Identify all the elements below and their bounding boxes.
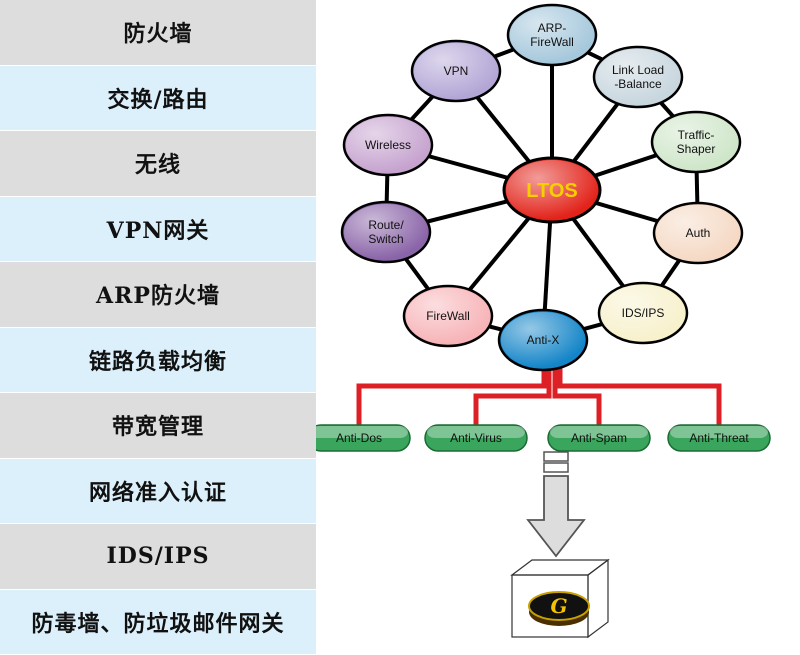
node-vpn: VPN	[410, 39, 502, 103]
product-box-icon: G	[510, 558, 610, 639]
node-label-arp-firewall: ARP-	[538, 21, 567, 35]
leaf-anti-threat: Anti-Threat	[667, 424, 771, 452]
menu-item-vpn-gateway[interactable]: VPN网关	[0, 196, 316, 262]
down-arrow	[526, 451, 586, 558]
node-link-load-balance: Link Load-Balance	[592, 45, 684, 109]
menu-item-firewall[interactable]: 防火墙	[0, 0, 316, 66]
node-ids-ips: IDS/IPS	[597, 281, 689, 345]
menu-item-link-load-balance[interactable]: 链路负载均衡	[0, 327, 316, 393]
node-label-arp-firewall: FireWall	[530, 35, 574, 49]
node-label-anti-x: Anti-X	[527, 333, 560, 347]
node-label-link-load-balance: Link Load	[612, 63, 664, 77]
menu-item-ids-ips[interactable]: IDS/IPS	[0, 524, 316, 590]
node-wireless: Wireless	[342, 113, 434, 177]
node-anti-x: Anti-X	[497, 308, 589, 372]
menu-item-switch-route[interactable]: 交换/路由	[0, 65, 316, 131]
menu-item-network-access-auth[interactable]: 网络准入认证	[0, 458, 316, 524]
center-label: LTOS	[526, 180, 577, 202]
node-label-wireless: Wireless	[365, 138, 411, 152]
ltos-center-node: LTOS	[502, 156, 602, 224]
node-label-link-load-balance: -Balance	[614, 77, 662, 91]
menu-item-arp-firewall[interactable]: ARP防火墙	[0, 262, 316, 328]
node-route-switch: Route/Switch	[340, 200, 432, 264]
node-label-firewall: FireWall	[426, 309, 470, 323]
node-arp-firewall: ARP-FireWall	[506, 3, 598, 67]
logo-letter: G	[550, 594, 567, 618]
leaf-label: Anti-Dos	[336, 431, 382, 445]
node-label-route-switch: Switch	[368, 232, 403, 246]
branch-line	[557, 350, 722, 426]
node-auth: Auth	[652, 201, 744, 265]
anti-x-leaves: Anti-Dos Anti-Virus Anti-Spam Anti-Threat	[316, 424, 771, 452]
node-label-ids-ips: IDS/IPS	[622, 306, 665, 320]
menu-item-wireless[interactable]: 无线	[0, 131, 316, 197]
node-traffic-shaper: Traffic-Shaper	[650, 110, 742, 174]
leaf-anti-spam: Anti-Spam	[547, 424, 651, 452]
feature-menu: 防火墙 交换/路由 无线 VPN网关 ARP防火墙 链路负载均衡 带宽管理 网络…	[0, 0, 316, 655]
node-label-vpn: VPN	[444, 64, 469, 78]
node-firewall: FireWall	[402, 284, 494, 348]
leaf-label: Anti-Threat	[689, 431, 749, 445]
branch-line	[473, 350, 552, 426]
leaf-label: Anti-Spam	[571, 431, 627, 445]
node-label-traffic-shaper: Shaper	[677, 142, 716, 156]
node-label-auth: Auth	[686, 226, 711, 240]
leaf-anti-dos: Anti-Dos	[316, 424, 411, 452]
leaf-label: Anti-Virus	[450, 431, 502, 445]
node-label-route-switch: Route/	[368, 218, 404, 232]
branch-line	[552, 350, 602, 426]
menu-item-antivirus-antispam-gateway[interactable]: 防毒墙、防垃圾邮件网关	[0, 589, 316, 655]
node-label-traffic-shaper: Traffic-	[678, 128, 715, 142]
leaf-anti-virus: Anti-Virus	[424, 424, 528, 452]
menu-item-bandwidth-management[interactable]: 带宽管理	[0, 393, 316, 459]
